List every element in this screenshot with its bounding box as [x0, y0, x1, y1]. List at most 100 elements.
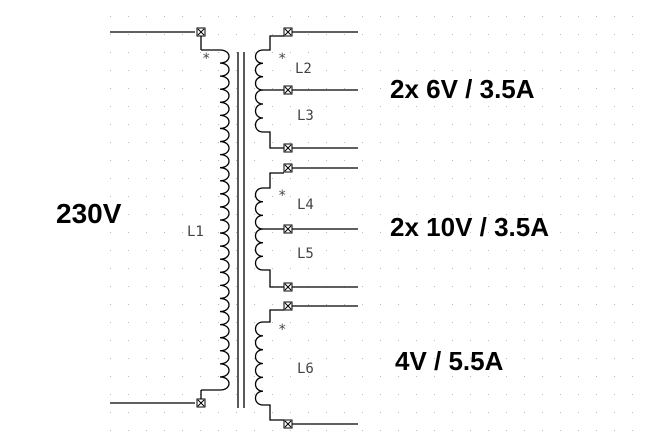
grid-dot	[506, 286, 507, 287]
grid-dot	[452, 178, 453, 179]
grid-dot	[164, 160, 165, 161]
grid-dot	[146, 232, 147, 233]
grid-dot	[416, 412, 417, 413]
grid-dot	[560, 34, 561, 35]
grid-dot	[434, 52, 435, 53]
grid-dot	[110, 196, 111, 197]
grid-dot	[524, 196, 525, 197]
grid-dot	[614, 250, 615, 251]
grid-dot	[632, 34, 633, 35]
grid-dot	[578, 304, 579, 305]
grid-dot	[542, 34, 543, 35]
grid-dot	[146, 430, 147, 431]
terminal-pin	[283, 143, 293, 153]
grid-dot	[578, 124, 579, 125]
grid-dot	[614, 16, 615, 17]
grid-dot	[542, 16, 543, 17]
grid-dot	[236, 106, 237, 107]
grid-dot	[614, 196, 615, 197]
secondary-coil-l3	[254, 89, 264, 133]
grid-dot	[128, 340, 129, 341]
grid-dot	[542, 160, 543, 161]
grid-dot	[452, 430, 453, 431]
grid-dot	[434, 70, 435, 71]
terminal-pin	[283, 224, 293, 234]
grid-dot	[632, 124, 633, 125]
grid-dot	[488, 142, 489, 143]
grid-dot	[110, 340, 111, 341]
grid-dot	[488, 268, 489, 269]
grid-dot	[362, 394, 363, 395]
grid-dot	[308, 214, 309, 215]
grid-dot	[560, 250, 561, 251]
grid-dot	[218, 394, 219, 395]
grid-dot	[254, 88, 255, 89]
grid-dot	[542, 250, 543, 251]
grid-dot	[524, 160, 525, 161]
grid-dot	[182, 430, 183, 431]
grid-dot	[326, 70, 327, 71]
grid-dot	[560, 412, 561, 413]
grid-dot	[488, 340, 489, 341]
grid-dot	[614, 358, 615, 359]
grid-dot	[236, 376, 237, 377]
grid-dot	[488, 196, 489, 197]
grid-dot	[506, 376, 507, 377]
grid-dot	[380, 142, 381, 143]
grid-dot	[380, 376, 381, 377]
grid-dot	[578, 70, 579, 71]
secondary-coil-l4	[254, 187, 264, 230]
grid-dot	[398, 196, 399, 197]
grid-dot	[182, 214, 183, 215]
grid-dot	[146, 106, 147, 107]
grid-dot	[272, 142, 273, 143]
grid-dot	[236, 268, 237, 269]
grid-dot	[362, 52, 363, 53]
grid-dot	[398, 124, 399, 125]
grid-dot	[416, 358, 417, 359]
secondary-wiring	[263, 31, 358, 425]
grid-dot	[326, 304, 327, 305]
grid-dot	[524, 34, 525, 35]
grid-dot	[128, 304, 129, 305]
grid-dot	[470, 214, 471, 215]
grid-dot	[614, 124, 615, 125]
grid-dot	[470, 250, 471, 251]
grid-dot	[560, 52, 561, 53]
grid-dot	[506, 232, 507, 233]
grid-dot	[632, 52, 633, 53]
grid-dot	[128, 358, 129, 359]
grid-dot	[236, 250, 237, 251]
grid-dot	[290, 160, 291, 161]
grid-dot	[128, 52, 129, 53]
grid-dot	[164, 358, 165, 359]
grid-dot	[416, 304, 417, 305]
grid-dot	[632, 88, 633, 89]
grid-dot	[290, 394, 291, 395]
grid-dot	[452, 286, 453, 287]
grid-dot	[128, 70, 129, 71]
grid-dot	[182, 106, 183, 107]
grid-dot	[596, 286, 597, 287]
grid-dot	[200, 106, 201, 107]
grid-dot	[506, 178, 507, 179]
grid-dot	[578, 268, 579, 269]
grid-dot	[596, 70, 597, 71]
grid-dot	[578, 430, 579, 431]
grid-dot	[362, 196, 363, 197]
grid-dot	[434, 340, 435, 341]
grid-dot	[254, 394, 255, 395]
grid-dot	[182, 34, 183, 35]
grid-dot	[452, 250, 453, 251]
grid-dot	[560, 232, 561, 233]
grid-dot	[632, 376, 633, 377]
grid-dot	[344, 106, 345, 107]
grid-dot	[524, 142, 525, 143]
grid-dot	[272, 304, 273, 305]
grid-dot	[200, 376, 201, 377]
grid-dot	[344, 214, 345, 215]
grid-dot	[578, 142, 579, 143]
grid-dot	[254, 430, 255, 431]
grid-dot	[326, 358, 327, 359]
grid-dot	[236, 214, 237, 215]
